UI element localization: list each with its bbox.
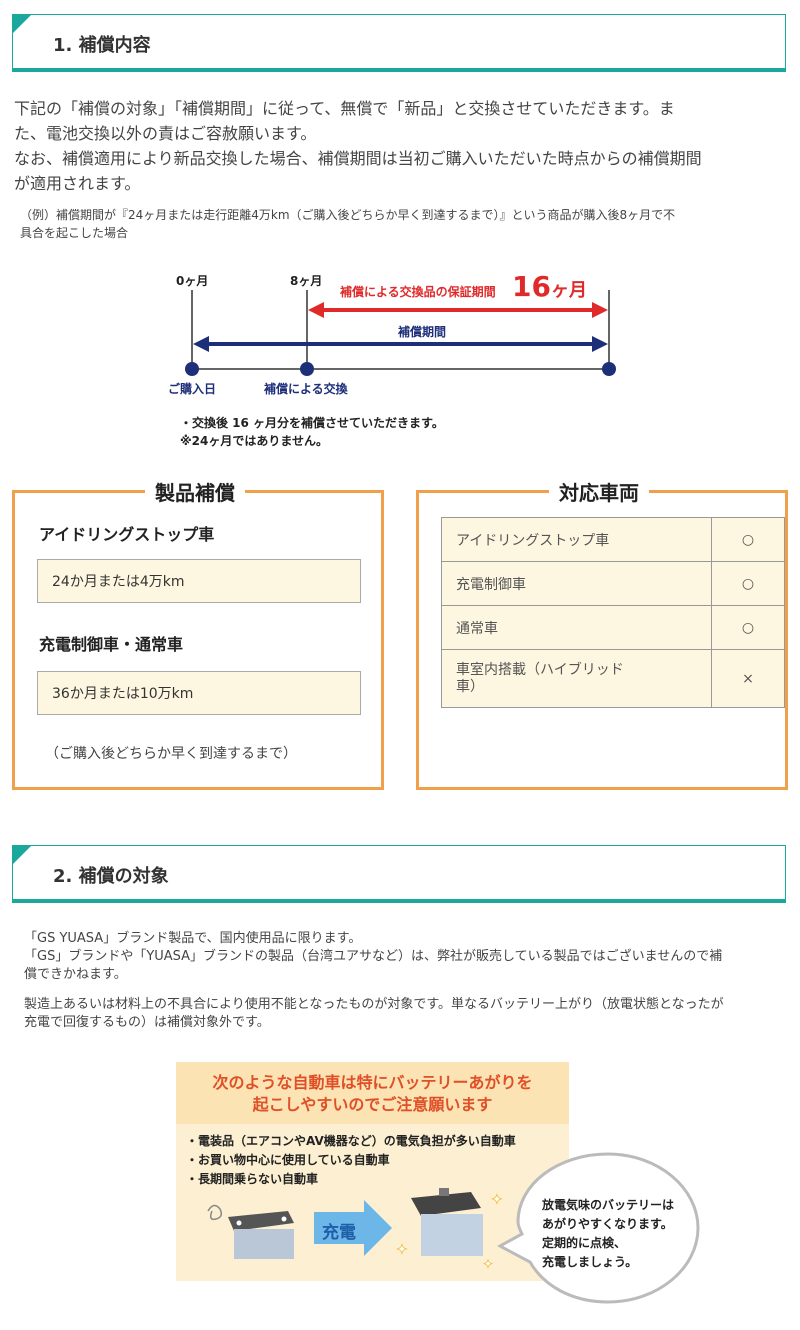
text-line: が適用されます。 (14, 174, 141, 193)
vehicle-name-line: 車室内搭載（ハイブリッド (456, 661, 624, 678)
note-line: ・交換後 16 ヶ月分を補償させていただきます。 (180, 416, 444, 430)
exchange-months-value: 16ヶ月 (512, 270, 587, 308)
example-text: （例）補償期間が『24ヶ月または走行距離4万km（ご購入後どちらか早く到達するま… (20, 206, 790, 242)
idling-stop-warranty-value: 24か月または4万km (37, 559, 361, 603)
warranty-footnote: （ご購入後どちらか早く到達するまで） (45, 746, 297, 762)
section-title: 2. 補償の対象 (53, 866, 169, 887)
bubble-line: 充電しましょう。 (542, 1255, 638, 1269)
red-arrow-right-head (592, 302, 608, 318)
navy-arrow-left-head (193, 336, 209, 352)
box-title: 製品補償 (145, 477, 245, 506)
compatibility-mark: × (710, 649, 786, 708)
text-line: 償できかねます。 (24, 967, 127, 982)
bullet-item: ・お買い物中心に使用している自動車 (186, 1153, 390, 1167)
end-dot (602, 362, 616, 376)
intro-paragraph: 下記の「補償の対象」「補償期間」に従って、無償で「新品」と交換させていただきます… (14, 96, 786, 196)
month-8-label: 8ヶ月 (290, 274, 323, 288)
red-arrow-left-head (308, 302, 324, 318)
table-row: アイドリングストップ車 ○ (441, 517, 786, 562)
header-corner-decoration (12, 845, 32, 865)
text-line: 「GS YUASA」ブランド製品で、国内使用品に限ります。 (24, 931, 362, 946)
diagram-notes: ・交換後 16 ヶ月分を補償させていただきます。 ※24ヶ月ではありません。 (180, 414, 444, 450)
text-line: 製造上あるいは材料上の不具合により使用不能となったものが対象です。単なるバッテリ… (24, 997, 724, 1012)
navy-arrow-right-head (592, 336, 608, 352)
section-header-2: 2. 補償の対象 (12, 845, 786, 903)
charged-battery-icon: ✦ ✦ ✦ (396, 1188, 503, 1271)
table-row: 充電制御車 ○ (441, 561, 786, 606)
months-unit: ヶ月 (550, 280, 587, 301)
vehicle-name: 車室内搭載（ハイブリッド 車） (441, 649, 712, 708)
exchange-period-label: 補償による交換品の保証期間 (340, 285, 496, 299)
exchange-point-label: 補償による交換 (264, 382, 348, 396)
caution-heading-line: 次のような自動車は特にバッテリーあがりを (212, 1073, 533, 1092)
table-row: 車室内搭載（ハイブリッド 車） × (441, 649, 786, 708)
product-warranty-box: 製品補償 アイドリングストップ車 24か月または4万km 充電制御車・通常車 3… (12, 477, 384, 790)
section-header-1: 1. 補償内容 (12, 14, 786, 72)
months-number: 16 (512, 270, 551, 303)
month-0-label: 0ヶ月 (176, 274, 209, 288)
vehicle-name: アイドリングストップ車 (441, 517, 712, 562)
vehicle-table: アイドリングストップ車 ○ 充電制御車 ○ 通常車 ○ 車室内搭載（ハイブリッド… (441, 517, 786, 708)
warranty-timeline-diagram (185, 290, 616, 376)
vehicle-name: 通常車 (441, 605, 712, 650)
text-line: 具合を起こした場合 (20, 226, 129, 240)
purchase-dot (185, 362, 199, 376)
compatibility-mark: ○ (710, 517, 786, 562)
compatibility-mark: ○ (710, 605, 786, 650)
bubble-line: 定期的に点検、 (542, 1236, 627, 1250)
normal-car-heading: 充電制御車・通常車 (39, 635, 184, 654)
section-title: 1. 補償内容 (53, 35, 151, 56)
text-line: た、電池交換以外の責はご容赦願います。 (14, 124, 317, 143)
weak-battery-icon (207, 1204, 294, 1259)
svg-text:✦: ✦ (491, 1192, 503, 1208)
note-line: ※24ヶ月ではありません。 (180, 434, 329, 448)
bubble-line: あがりやすくなります。 (542, 1217, 673, 1231)
vehicle-name: 充電制御車 (441, 561, 712, 606)
warranty-period-label: 補償期間 (398, 325, 447, 339)
header-corner-decoration (12, 14, 32, 34)
caution-bullets: ・電装品（エアコンやAV機器など）の電気負担が多い自動車 ・お買い物中心に使用し… (186, 1132, 516, 1189)
caution-heading-line: 起こしやすいのでご注意願います (252, 1095, 493, 1114)
svg-text:✦: ✦ (483, 1257, 493, 1271)
idling-stop-heading: アイドリングストップ車 (39, 525, 215, 544)
caution-heading: 次のような自動車は特にバッテリーあがりを 起こしやすいのでご注意願います (176, 1062, 569, 1124)
coverage-text: 「GS YUASA」ブランド製品で、国内使用品に限ります。 「GS」ブランドや「… (24, 930, 788, 1032)
svg-text:✦: ✦ (396, 1242, 408, 1258)
vehicle-name-line: 車） (456, 678, 484, 695)
speech-bubble (496, 1152, 700, 1304)
table-row: 通常車 ○ (441, 605, 786, 650)
bullet-item: ・電装品（エアコンやAV機器など）の電気負担が多い自動車 (186, 1134, 516, 1148)
compatibility-mark: ○ (710, 561, 786, 606)
normal-car-warranty-value: 36か月または10万km (37, 671, 361, 715)
text-line: 下記の「補償の対象」「補償期間」に従って、無償で「新品」と交換させていただきます… (14, 99, 675, 118)
purchase-day-label: ご購入日 (168, 382, 217, 396)
text-line: （例）補償期間が『24ヶ月または走行距離4万km（ご購入後どちらか早く到達するま… (20, 208, 676, 222)
box-title: 対応車両 (549, 477, 649, 506)
bullet-item: ・長期間乗らない自動車 (186, 1172, 319, 1186)
compatible-vehicles-box: 対応車両 アイドリングストップ車 ○ 充電制御車 ○ 通常車 ○ 車室内搭載（ハ… (416, 477, 788, 790)
charge-arrow-icon (314, 1200, 392, 1256)
text-line: 「GS」ブランドや「YUASA」ブランドの製品（台湾ユアサなど）は、弊社が販売し… (24, 949, 723, 964)
text-line: 充電で回復するもの）は補償対象外です。 (24, 1015, 270, 1030)
speech-bubble-text: 放電気味のバッテリーは あがりやすくなります。 定期的に点検、 充電しましょう。 (542, 1196, 674, 1272)
bubble-line: 放電気味のバッテリーは (542, 1198, 675, 1212)
battery-caution-illustration: 次のような自動車は特にバッテリーあがりを 起こしやすいのでご注意願います ・電装… (176, 1062, 569, 1281)
charge-label: 充電 (322, 1223, 356, 1243)
exchange-dot (300, 362, 314, 376)
text-line: なお、補償適用により新品交換した場合、補償期間は当初ご購入いただいた時点からの補… (14, 149, 702, 168)
